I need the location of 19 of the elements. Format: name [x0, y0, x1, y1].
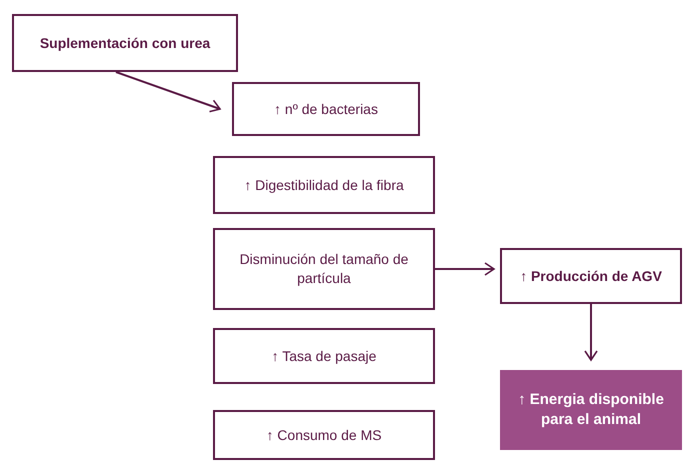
box-text: ↑ Producción de AGV — [520, 266, 662, 286]
result-box — [500, 370, 682, 450]
box-text: ↑ Tasa de pasaje — [272, 346, 376, 366]
process-box — [500, 248, 682, 304]
process-box — [213, 156, 435, 214]
box-text: ↑ Energia disponible para el animal — [517, 390, 665, 430]
process-box — [232, 82, 420, 136]
box-text: ↑ Digestibilidad de la fibra — [244, 176, 404, 194]
process-box — [12, 14, 238, 72]
box-text: Disminución del tamaño de partícula — [238, 250, 410, 288]
process-box — [213, 328, 435, 384]
arrow — [584, 304, 598, 361]
arrow — [435, 262, 495, 276]
box-text: ↑ nº de bacterias — [274, 100, 378, 118]
arrow — [116, 71, 221, 112]
box-text: ↑ Consumo de MS — [266, 426, 382, 444]
process-box — [213, 228, 435, 310]
box-text: Suplementación con urea — [40, 34, 210, 52]
process-box — [213, 410, 435, 460]
